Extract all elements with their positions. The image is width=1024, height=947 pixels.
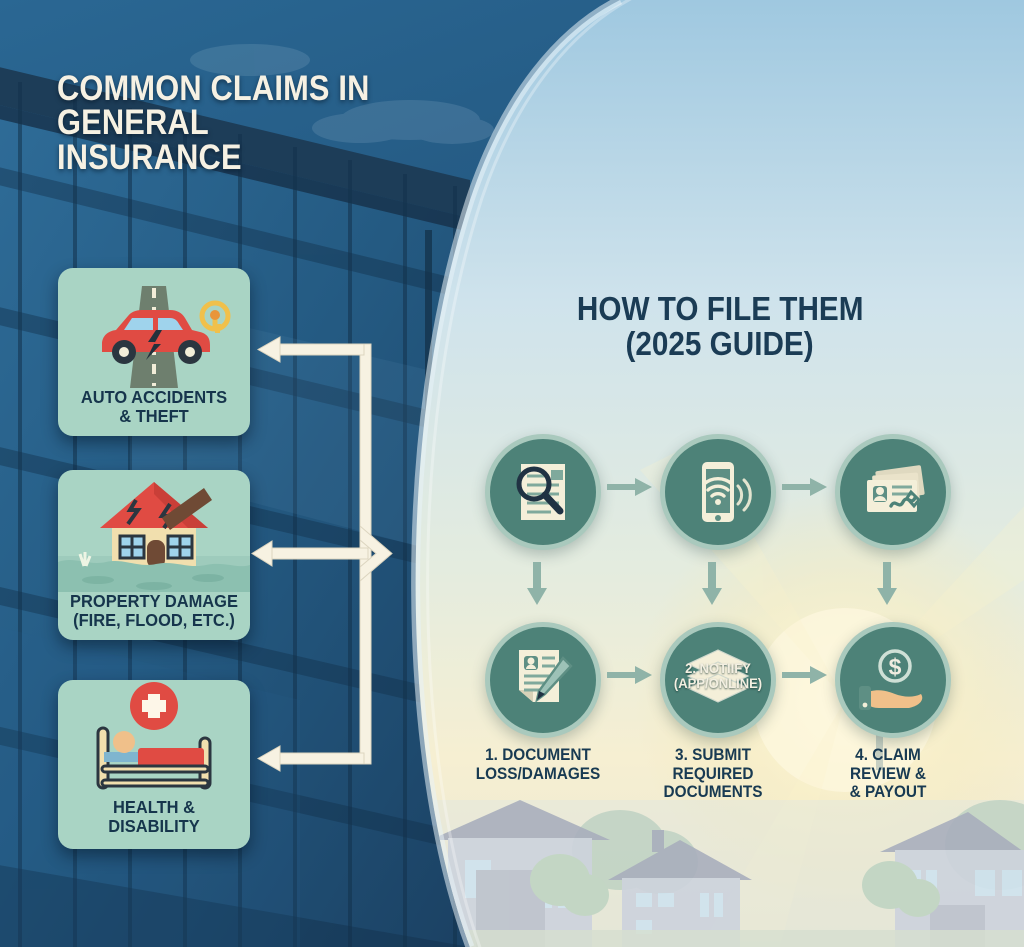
bracket-connector: [251, 336, 393, 772]
page-title: COMMON CLAIMS IN GENERAL INSURANCE: [57, 69, 374, 177]
claim-card-health[interactable]: HEALTH & DISABILITY: [58, 680, 250, 850]
page-title-line2: GENERAL INSURANCE: [57, 103, 242, 177]
arrow-down-icon-3: [877, 562, 897, 605]
smartphone-wifi-icon: [702, 462, 752, 522]
car-accident-icon: [58, 268, 250, 388]
hospital-bed-icon: [58, 680, 250, 798]
arrow-down-icon-1: [527, 562, 547, 605]
claim-card-property-label: PROPERTY DAMAGE (FIRE, FLOOD, ETC.): [70, 591, 238, 630]
damaged-house-flood-icon: [58, 470, 250, 592]
page-title-line1: COMMON CLAIMS IN: [57, 69, 370, 108]
arc-divider-edge: [411, 0, 623, 947]
cloud-shapes: [190, 44, 494, 144]
arrow-right-icon-2: [782, 478, 827, 496]
id-cards-stack-icon: [867, 465, 925, 512]
step-label-4: 4. CLAIM REVIEW & & PAYOUT: [849, 746, 927, 802]
claim-card-auto[interactable]: AUTO ACCIDENTS & THEFT: [58, 268, 250, 437]
step-circle-policy-documents[interactable]: [835, 434, 951, 550]
step-circle-notify[interactable]: [660, 434, 776, 550]
step-circle-document-review[interactable]: [485, 434, 601, 550]
step-circle-claim-payout[interactable]: $: [835, 622, 951, 738]
document-magnifier-icon: [516, 464, 565, 520]
pen-icon: [535, 656, 573, 703]
step-label-3: 3. SUBMIT REQUIRED DOCUMENTS: [663, 746, 763, 802]
key-theft-icon: [199, 300, 231, 333]
step-circle-submit-documents[interactable]: 2. NOTIIFY (APP/ONLINE): [660, 622, 776, 738]
document-pen-signature-icon: [519, 650, 573, 703]
arrow-right-icon-1: [607, 478, 652, 496]
right-panel-title: HOW TO FILE THEM (2025 GUIDE): [470, 290, 970, 362]
claim-card-property[interactable]: PROPERTY DAMAGE (FIRE, FLOOD, ETC.): [58, 470, 250, 641]
right-panel-title-line2: (2025 GUIDE): [625, 324, 815, 362]
right-panel-title-line1: HOW TO FILE THEM: [576, 290, 864, 327]
step-circle-document-loss[interactable]: [485, 622, 601, 738]
arrow-right-icon-3: [607, 666, 652, 684]
claim-card-health-label: HEALTH & DISABILITY: [108, 797, 200, 836]
arrow-down-icon-2: [702, 562, 722, 605]
arrow-right-icon-4: [782, 666, 827, 684]
svg-text:$: $: [889, 654, 902, 680]
claim-card-auto-label: AUTO ACCIDENTS & THEFT: [80, 387, 228, 426]
step-label-1: 1. DOCUMENT LOSS/DAMAGES: [475, 746, 601, 783]
stacked-papers-icon: [686, 649, 750, 703]
hand-dollar-payout-icon: $: [859, 649, 923, 710]
